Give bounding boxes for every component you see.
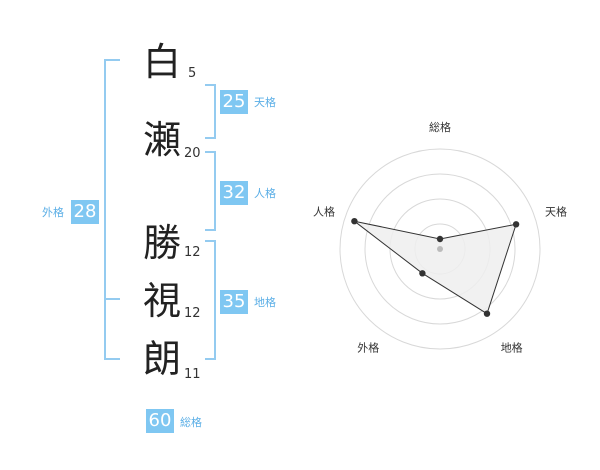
name-char-2: 瀬 xyxy=(143,118,182,162)
radar-center-point xyxy=(437,246,443,252)
radar-point-2 xyxy=(512,221,520,228)
jinkaku-bracket xyxy=(205,151,216,231)
radar-axis-label-3: 地格 xyxy=(501,341,523,355)
radar-point-3 xyxy=(483,310,491,317)
chikaku-value-box: 35 xyxy=(220,290,248,314)
radar-point-5 xyxy=(351,218,358,225)
jinkaku-label: 人格 xyxy=(254,187,276,200)
gaikaku-value-box: 28 xyxy=(71,200,99,224)
chikaku-label: 地格 xyxy=(254,296,276,309)
jinkaku-value-box: 32 xyxy=(220,181,248,205)
stroke-count-5: 11 xyxy=(184,367,201,382)
name-char-5: 朗 xyxy=(143,337,182,381)
tenkaku-value-box: 25 xyxy=(220,90,248,114)
radar-axis-label-4: 外格 xyxy=(357,341,379,355)
soukaku-label: 総格 xyxy=(180,416,202,429)
chikaku-bracket xyxy=(205,240,216,360)
radar-axis-label-5: 人格 xyxy=(313,204,335,218)
stroke-count-2: 20 xyxy=(184,146,201,161)
radar-grid-ring xyxy=(339,148,541,350)
gaikaku-bracket-tick xyxy=(104,298,120,300)
name-char-1: 白 xyxy=(143,40,182,84)
radar-point-1 xyxy=(436,235,444,243)
stroke-count-4: 12 xyxy=(184,306,201,321)
gaikaku-label: 外格 xyxy=(42,206,64,219)
name-char-3: 勝 xyxy=(143,221,182,265)
tenkaku-bracket xyxy=(205,84,216,139)
tenkaku-label: 天格 xyxy=(254,96,276,109)
stroke-count-1: 5 xyxy=(188,66,197,81)
gaikaku-bracket xyxy=(104,59,120,360)
radar-series-area xyxy=(354,220,517,315)
radar-grid-ring xyxy=(364,173,516,325)
radar-point-4 xyxy=(419,270,426,277)
stroke-count-3: 12 xyxy=(184,245,201,260)
soukaku-value-box: 60 xyxy=(146,409,174,433)
radar-axis-label-1: 総格 xyxy=(429,120,451,134)
radar-axis-label-2: 天格 xyxy=(545,204,567,218)
name-char-4: 視 xyxy=(143,279,182,323)
